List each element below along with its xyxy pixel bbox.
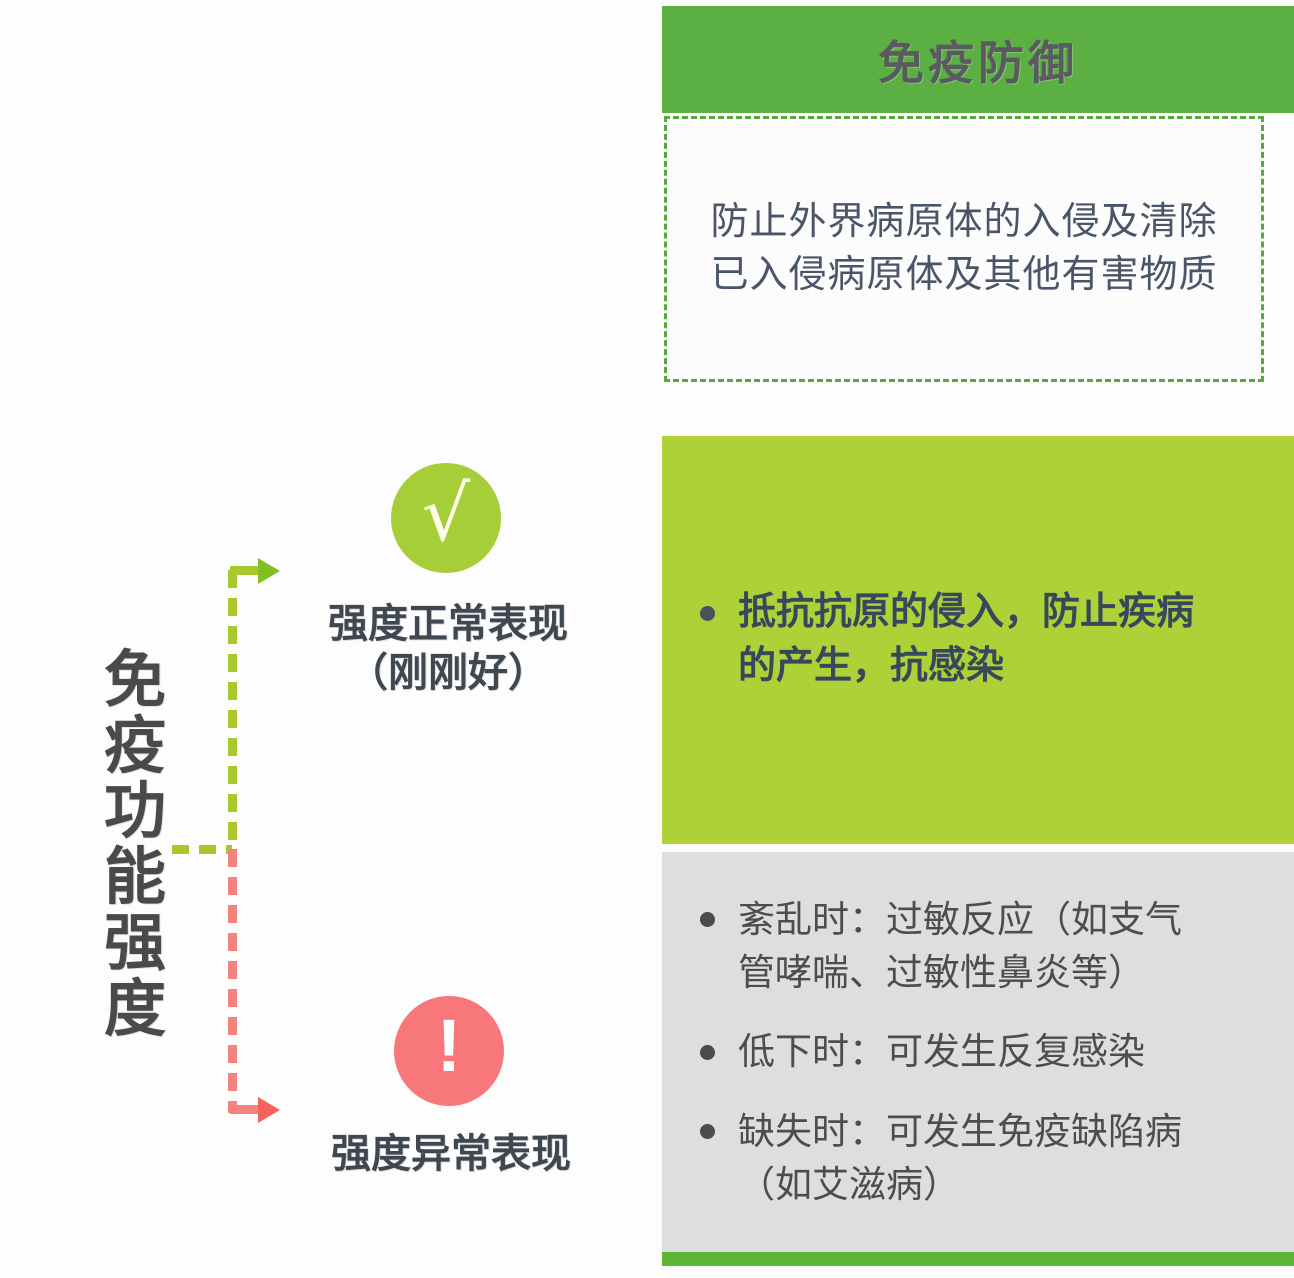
axis-label-char: 功 xyxy=(103,777,166,847)
connector-branch-up xyxy=(228,570,237,850)
abnormal-branch-caption: 强度异常表现 xyxy=(331,1132,571,1176)
arrow-right-red-icon xyxy=(258,1097,280,1123)
abnormal-bullet-list: 紊乱时：过敏反应（如支气 管哮喘、过敏性鼻炎等） 低下时：可发生反复感染 缺失时… xyxy=(662,893,1294,1211)
exclamation-glyph: ! xyxy=(436,1004,462,1087)
check-icon: √ xyxy=(391,463,501,573)
definition-text: 防止外界病原体的入侵及清除 已入侵病原体及其他有害物质 xyxy=(710,200,1218,296)
normal-branch-caption: 强度正常表现 （刚刚好） xyxy=(328,602,568,695)
connector-bottom-elbow xyxy=(230,1105,264,1114)
footer-accent-bar xyxy=(662,1252,1294,1266)
normal-function-panel: 抵抗抗原的侵入，防止疾病 的产生，抗感染 xyxy=(662,436,1294,844)
axis-label-immune-strength: 免 疫 功 能 强 度 xyxy=(80,648,190,1042)
connector-top-elbow xyxy=(230,566,264,575)
connector-stem-horizontal xyxy=(172,845,232,854)
page-title: 免疫防御 xyxy=(878,36,1078,89)
list-item: 缺失时：可发生免疫缺陷病 （如艾滋病） xyxy=(682,1105,1272,1212)
definition-box: 防止外界病原体的入侵及清除 已入侵病原体及其他有害物质 xyxy=(664,116,1264,382)
axis-label-char: 能 xyxy=(103,843,166,913)
arrow-right-green-icon xyxy=(258,558,280,584)
connector-branch-down xyxy=(228,849,237,1113)
list-item: 低下时：可发生反复感染 xyxy=(682,1025,1272,1078)
abnormal-function-panel: 紊乱时：过敏反应（如支气 管哮喘、过敏性鼻炎等） 低下时：可发生反复感染 缺失时… xyxy=(662,852,1294,1252)
axis-label-char: 免 xyxy=(103,646,166,715)
header-band: 免疫防御 xyxy=(662,6,1294,113)
check-glyph: √ xyxy=(421,469,471,558)
axis-label-char: 疫 xyxy=(103,711,166,781)
exclamation-icon: ! xyxy=(394,996,504,1106)
list-item: 抵抗抗原的侵入，防止疾病 的产生，抗感染 xyxy=(682,586,1272,694)
axis-label-char: 度 xyxy=(103,974,166,1044)
list-item: 紊乱时：过敏反应（如支气 管哮喘、过敏性鼻炎等） xyxy=(682,893,1272,1000)
axis-label-char: 强 xyxy=(103,908,166,978)
normal-bullet-list: 抵抗抗原的侵入，防止疾病 的产生，抗感染 xyxy=(662,586,1294,694)
